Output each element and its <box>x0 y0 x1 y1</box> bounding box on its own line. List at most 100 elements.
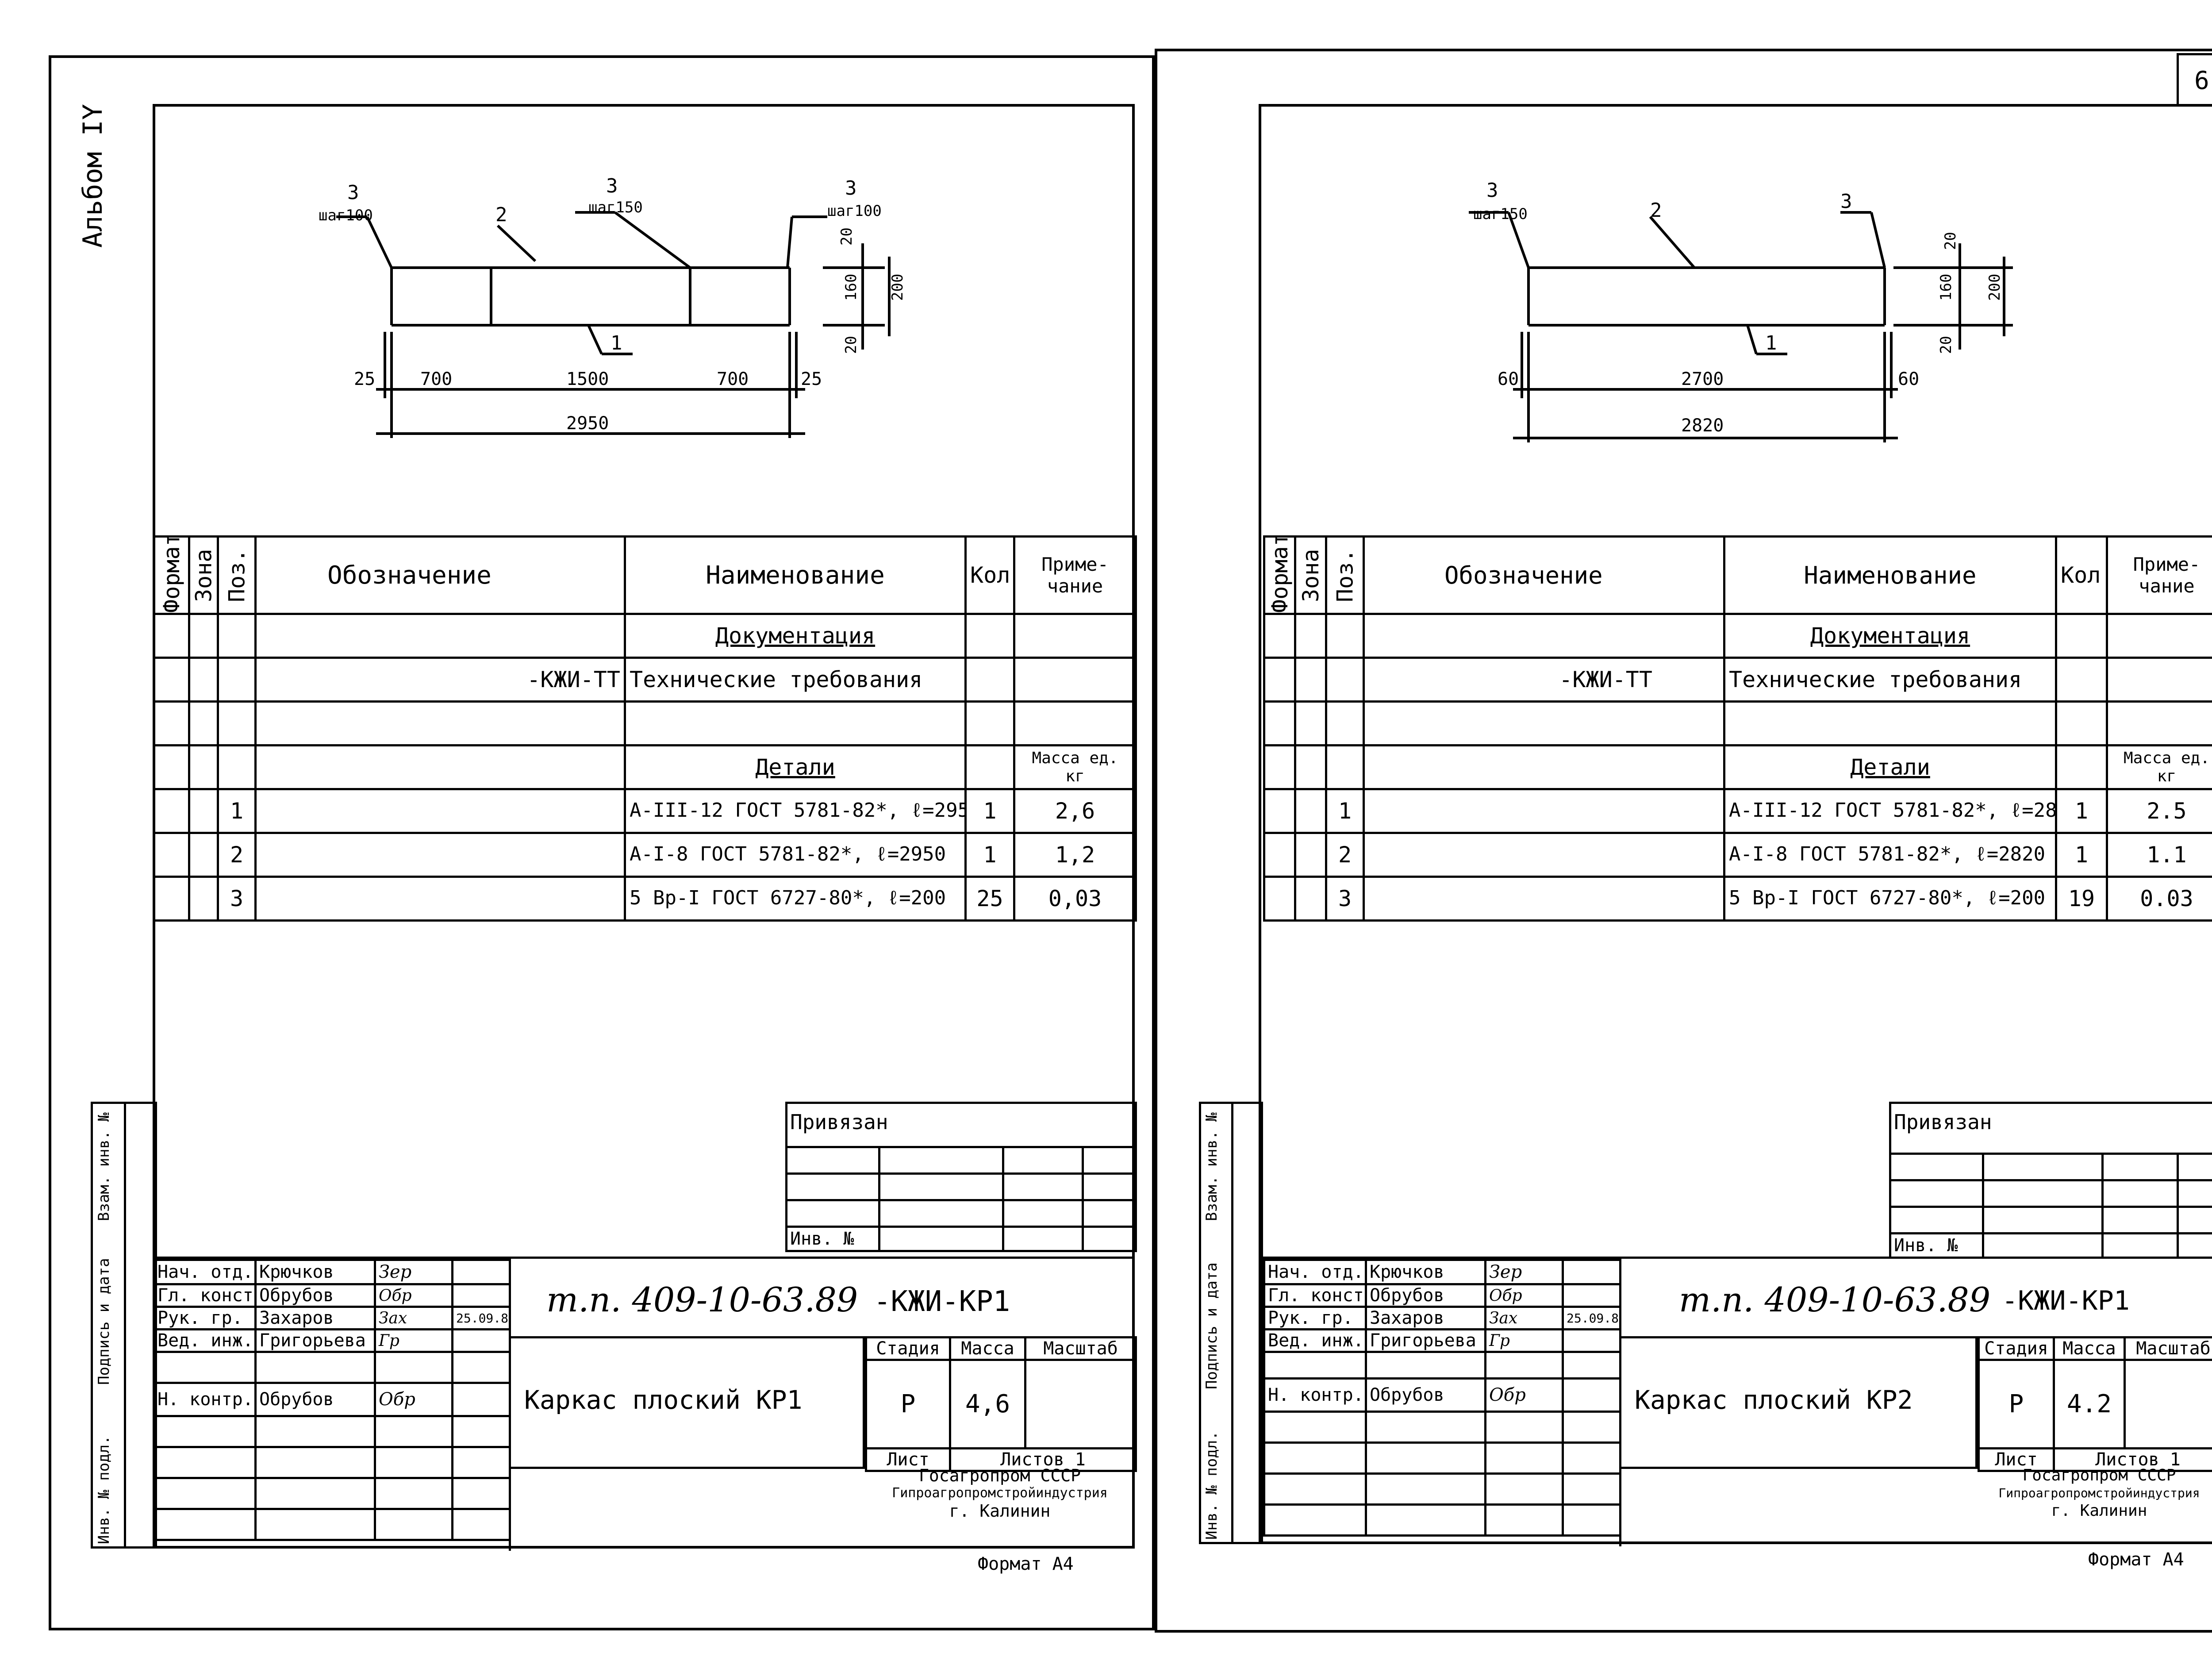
right-row-5-note: 1.1 <box>2106 832 2212 878</box>
right-signature-3: Гр <box>1484 1328 1564 1353</box>
right-signature-1: Обр <box>1484 1283 1564 1308</box>
right-row-4-pos: 1 <box>1325 788 1365 834</box>
left-mass-label: Масса <box>949 1336 1026 1361</box>
right-org-line-2: г. Калинин <box>2051 1502 2147 1520</box>
left-dim-v160: 160 <box>842 274 860 301</box>
left-signature-0: Зер <box>374 1259 453 1285</box>
right-doc-suffix: -КЖИ-КР1 <box>2002 1285 2130 1316</box>
right-role-2: Рук. гр. <box>1263 1306 1367 1330</box>
left-label-step100a: шаг100 <box>319 207 373 224</box>
right-signature-2: Зах <box>1484 1306 1564 1330</box>
left-frame-drawing: 3 шаг100 2 3 шаг150 3 шаг100 1 25 700 15… <box>319 175 906 438</box>
left-spec-header-row: Формат Зона Поз. Обозначение Наименовани… <box>154 535 1137 615</box>
left-h-name: Наименование <box>624 535 967 615</box>
right-signature-5: Обр <box>1484 1377 1564 1413</box>
right-row-4-note: 2.5 <box>2106 788 2212 834</box>
right-signature-0: Зер <box>1484 1259 1564 1285</box>
left-inv-label: Инв. № <box>785 1226 880 1252</box>
left-org-line-2: г. Калинин <box>949 1501 1051 1521</box>
left-label-3a: 3 <box>347 181 359 204</box>
right-privyazan-label: Привязан <box>1889 1102 2212 1155</box>
right-page-frame <box>1155 49 2212 1633</box>
left-label-3b: 3 <box>606 175 618 197</box>
right-row-5-qty: 1 <box>2055 832 2108 878</box>
right-scale-label: Масштаб <box>2124 1336 2212 1361</box>
left-row-4-name: A-III-12 ГОСТ 5781-82*, ℓ=2950 <box>624 788 967 834</box>
left-signature-5: Обр <box>374 1382 453 1417</box>
right-h-qty: Кол. <box>2055 535 2108 615</box>
right-row-5-name: A-I-8 ГОСТ 5781-82*, ℓ=2820 <box>1723 832 2057 878</box>
left-strip-label-0: Инв. № подл. <box>95 1435 113 1544</box>
right-mass-label: Масса <box>2053 1336 2126 1361</box>
left-h-pos: Поз. <box>218 536 256 614</box>
right-strip-label-2: Взам. инв. № <box>1203 1112 1221 1221</box>
right-sheets-label: Листов 1 <box>2053 1447 2212 1472</box>
right-h-designation: Обозначение <box>1363 535 1725 615</box>
right-title-cell: Каркас плоский КР2 <box>1619 1338 1978 1469</box>
left-row-5-qty: 1 <box>964 832 1015 878</box>
right-frame-drawing: 3 шаг150 2 3 1 60 2700 60 2820 20 160 20… <box>1469 179 2013 442</box>
right-doc-code-cell: т.п. 409-10-63.89 -КЖИ-КР1 <box>1619 1259 2212 1338</box>
right-row-3-name: Детали <box>1723 744 2057 790</box>
left-dim-700a: 700 <box>420 369 452 389</box>
left-stage: Р <box>865 1359 951 1449</box>
right-sheet-label: Лист <box>1978 1447 2055 1472</box>
left-row-6-name: 5 Вр-I ГОСТ 6727-80*, ℓ=200 <box>624 876 967 922</box>
left-date: 25.09.89 <box>451 1306 511 1330</box>
right-h-zone: Зона <box>1295 536 1326 614</box>
right-date: 25.09.89 <box>1562 1306 1621 1330</box>
left-role-2: Рук. гр. <box>153 1306 257 1330</box>
left-title: Каркас плоский КР1 <box>524 1385 803 1415</box>
left-role-1: Гл. констр. <box>153 1283 257 1308</box>
left-h-zone: Зона <box>189 536 218 614</box>
left-dim-25b: 25 <box>801 369 822 389</box>
left-dim-25a: 25 <box>354 369 375 389</box>
right-h-note: Приме- чание <box>2106 535 2212 615</box>
left-doc-code-cell: т.п. 409-10-63.89 -КЖИ-КР1 <box>509 1259 1135 1338</box>
right-row-6-pos: 3 <box>1325 876 1365 922</box>
right-row-3-note: Масса ед. кг <box>2106 744 2212 790</box>
left-org-line-0: Госагропром СССР <box>918 1466 1081 1485</box>
left-row-6-pos: 3 <box>217 876 257 922</box>
right-org-line-1: Гипроагропромстройиндустрия <box>1998 1486 2200 1500</box>
left-row-1-designation: -КЖИ-ТТ <box>254 657 626 703</box>
left-dim-v20a: 20 <box>838 227 856 246</box>
right-role-0: Нач. отд. <box>1263 1259 1367 1285</box>
left-label-2: 2 <box>495 204 507 226</box>
right-role-5: Н. контр. <box>1263 1377 1367 1413</box>
left-org-line-1: Гипроагропромстройиндустрия <box>892 1485 1108 1501</box>
album-label: Альбом IY <box>77 104 108 248</box>
left-h-qty: Кол. <box>964 535 1015 615</box>
left-signature-2: Зах <box>374 1306 453 1330</box>
right-person-5: Обрубов <box>1365 1377 1486 1413</box>
left-row-2 <box>153 700 1137 746</box>
left-row-5-name: A-I-8 ГОСТ 5781-82*, ℓ=2950 <box>624 832 967 878</box>
right-dim-v20b: 20 <box>1937 336 1955 354</box>
right-dim-60a: 60 <box>1498 369 1519 389</box>
left-dim-v200: 200 <box>889 274 906 301</box>
right-label-step150: шаг150 <box>1473 205 1528 223</box>
right-dim-60b: 60 <box>1898 369 1919 389</box>
right-side-strip <box>1199 1102 1263 1544</box>
left-page-frame <box>49 55 1155 1630</box>
right-row-3: Детали Масса ед. кг <box>1263 744 2212 790</box>
right-dim-v160: 160 <box>1937 274 1955 301</box>
right-strip-label-1: Подпись и дата <box>1203 1262 1221 1389</box>
right-h-pos: Поз. <box>1326 536 1364 614</box>
left-label-3c: 3 <box>845 177 857 200</box>
left-label-step150: шаг150 <box>588 199 643 216</box>
left-role-0: Нач. отд. <box>153 1259 257 1285</box>
right-spec-header-row: Формат Зона Поз. Обозначение Наименовани… <box>1264 535 2212 615</box>
right-person-0: Крючков <box>1365 1259 1486 1285</box>
right-inv-label: Инв. № <box>1889 1232 1984 1259</box>
right-person-2: Захаров <box>1365 1306 1486 1330</box>
right-dim-total: 2820 <box>1681 415 1724 436</box>
left-person-2: Захаров <box>254 1306 376 1330</box>
right-spec-table: Формат Зона Поз. Обозначение Наименовани… <box>1263 535 2212 922</box>
right-person-1: Обрубов <box>1365 1283 1486 1308</box>
